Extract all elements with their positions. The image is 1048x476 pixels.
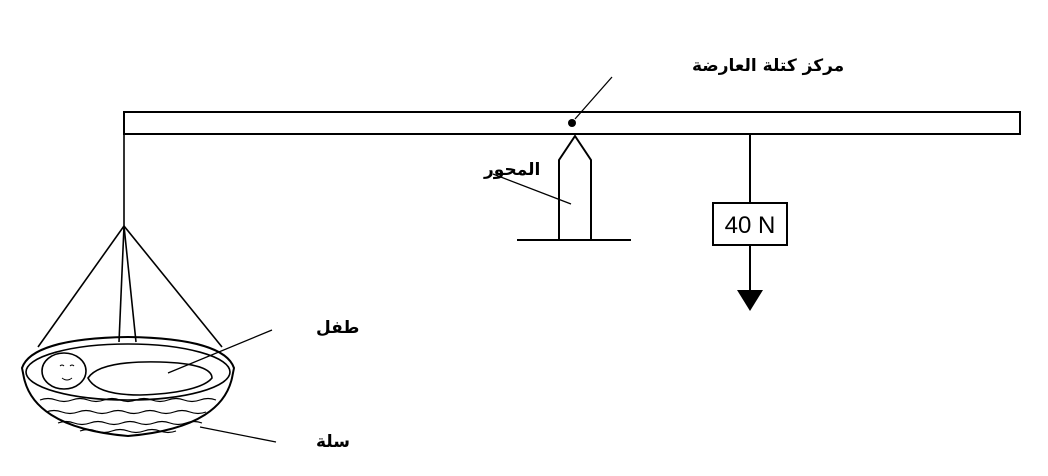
basket-label: سلة xyxy=(316,432,350,452)
pivot-label: المحور xyxy=(483,160,540,180)
pivot-leader xyxy=(492,173,572,205)
center-of-mass-dot xyxy=(568,119,576,127)
center-of-mass-label: مركز كتلة العارضة xyxy=(692,56,844,76)
pivot xyxy=(517,134,631,241)
basket-leader xyxy=(199,426,277,443)
basket-ropes xyxy=(37,225,223,348)
basket xyxy=(20,335,236,438)
baby-label: طفل xyxy=(316,318,359,338)
basket-weave xyxy=(39,397,217,434)
weight-label: 40 N xyxy=(725,212,776,239)
baby xyxy=(41,352,213,396)
baby-leader xyxy=(167,329,273,374)
force-arrow-icon xyxy=(737,290,763,311)
center-of-mass-leader xyxy=(574,76,613,120)
